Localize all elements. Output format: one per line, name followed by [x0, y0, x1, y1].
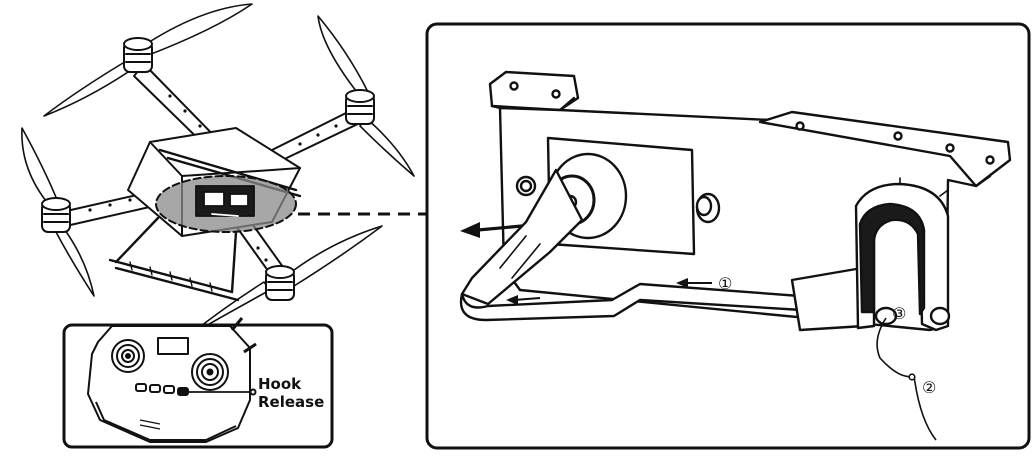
landing-gear-rungs [129, 261, 213, 292]
remote-vents [139, 419, 161, 430]
step-1-label: ① [718, 274, 733, 293]
left-joystick [111, 339, 145, 373]
latch-block [790, 266, 866, 332]
hook-mechanism [459, 70, 1012, 332]
cord-knot [908, 373, 916, 381]
hook-release-label-line2: Release [258, 393, 325, 411]
hook-module-small [195, 185, 255, 217]
drone-illustration [21, 3, 415, 337]
arm-rivets [88, 94, 338, 262]
remote-buttons [135, 383, 175, 394]
latch-pin-left [874, 306, 898, 326]
motion-arrows [460, 222, 712, 305]
left-arrow-head [460, 222, 480, 238]
release-lever [460, 168, 584, 306]
right-mount-tab [758, 110, 1012, 188]
remote-screen [157, 337, 189, 355]
hook-release-label-line1: Hook [258, 375, 302, 393]
remote-controller [87, 317, 257, 443]
drone-motors [41, 37, 375, 301]
step-2-label: ② [922, 378, 937, 397]
propeller-blades [21, 3, 415, 337]
step-3-label: ③ [892, 304, 907, 323]
u-latch-slot [858, 202, 926, 316]
hook-release-button [177, 387, 189, 396]
payload-cord [876, 317, 937, 441]
right-joystick [191, 353, 229, 391]
left-mount-tab [488, 70, 580, 112]
latch-pin-right [929, 306, 951, 326]
